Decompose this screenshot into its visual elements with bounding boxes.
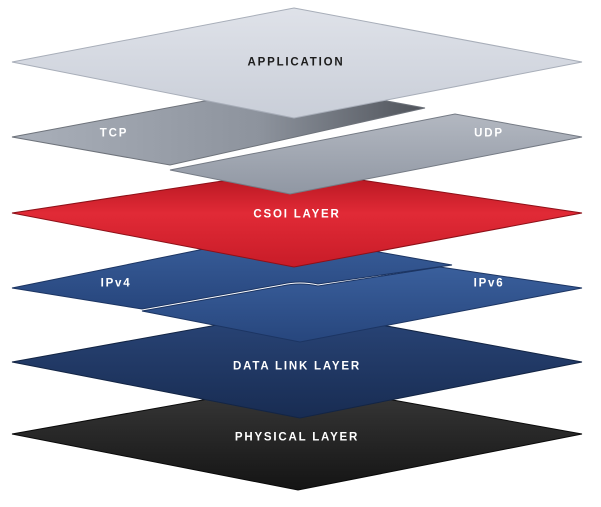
physical-layer-plate	[11, 382, 583, 491]
udp-label: UDP	[474, 127, 504, 140]
application-plate	[11, 7, 583, 119]
ipv4-label: IPv4	[100, 277, 132, 290]
data-link-layer-label: DATA LINK LAYER	[233, 360, 361, 373]
ipv6-label: IPv6	[473, 277, 505, 290]
application-label: APPLICATION	[247, 56, 345, 69]
csoi-layer-plate	[11, 169, 583, 268]
tcp-label: TCP	[99, 127, 129, 140]
udp-plate	[169, 113, 583, 195]
physical-layer-label: PHYSICAL LAYER	[234, 431, 360, 444]
data-link-layer-plate	[11, 309, 583, 419]
ipv6-plate	[141, 266, 583, 343]
csoi-layer-label: CSOI LAYER	[253, 208, 341, 221]
